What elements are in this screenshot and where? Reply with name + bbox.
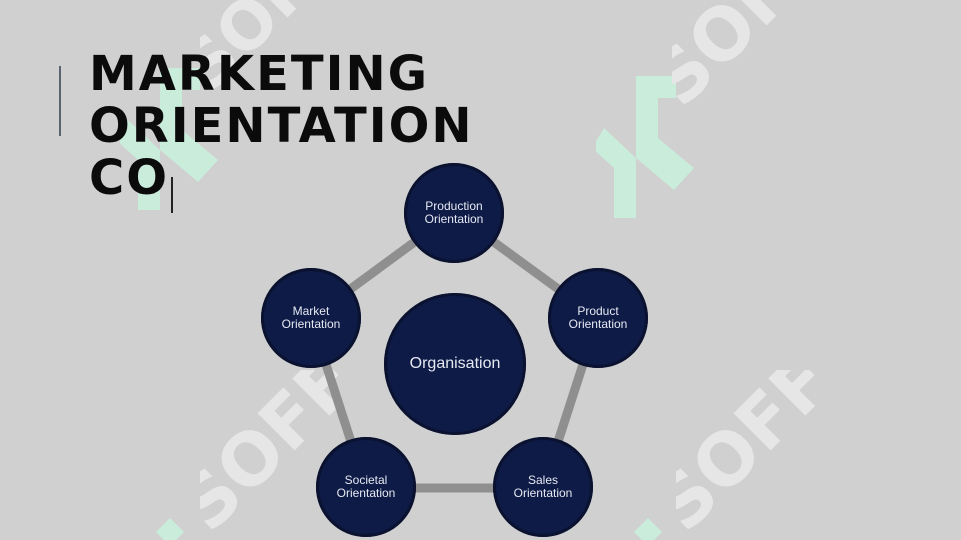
node-market-orientation: Market Orientation bbox=[261, 268, 361, 368]
node-societal-orientation: Societal Orientation bbox=[316, 437, 416, 537]
svg-text:SOFF: SOFF bbox=[672, 0, 844, 120]
node-label: Sales Orientation bbox=[513, 472, 573, 500]
watermark-logo-bottom-left bbox=[156, 518, 184, 540]
svg-text:SOFF: SOFF bbox=[676, 370, 848, 540]
node-label: Production Orientation bbox=[424, 198, 484, 226]
text-cursor bbox=[171, 177, 173, 213]
node-production-orientation: Production Orientation bbox=[404, 163, 504, 263]
watermark-text-bottom-right: SOFF bbox=[676, 370, 848, 540]
center-node-organisation: Organisation bbox=[384, 293, 526, 435]
orientation-diagram: Organisation Production Orientation Prod… bbox=[250, 158, 660, 540]
node-sales-orientation: Sales Orientation bbox=[493, 437, 593, 537]
watermark-text-top-right: SOFF bbox=[672, 0, 844, 120]
center-node-label: Organisation bbox=[409, 355, 501, 372]
node-product-orientation: Product Orientation bbox=[548, 268, 648, 368]
slide-title[interactable]: MARKETING ORIENTATION CO bbox=[89, 46, 474, 206]
node-label: Product Orientation bbox=[568, 303, 628, 331]
node-label: Societal Orientation bbox=[336, 472, 396, 500]
node-label: Market Orientation bbox=[281, 303, 341, 331]
title-accent-bar bbox=[59, 66, 61, 136]
